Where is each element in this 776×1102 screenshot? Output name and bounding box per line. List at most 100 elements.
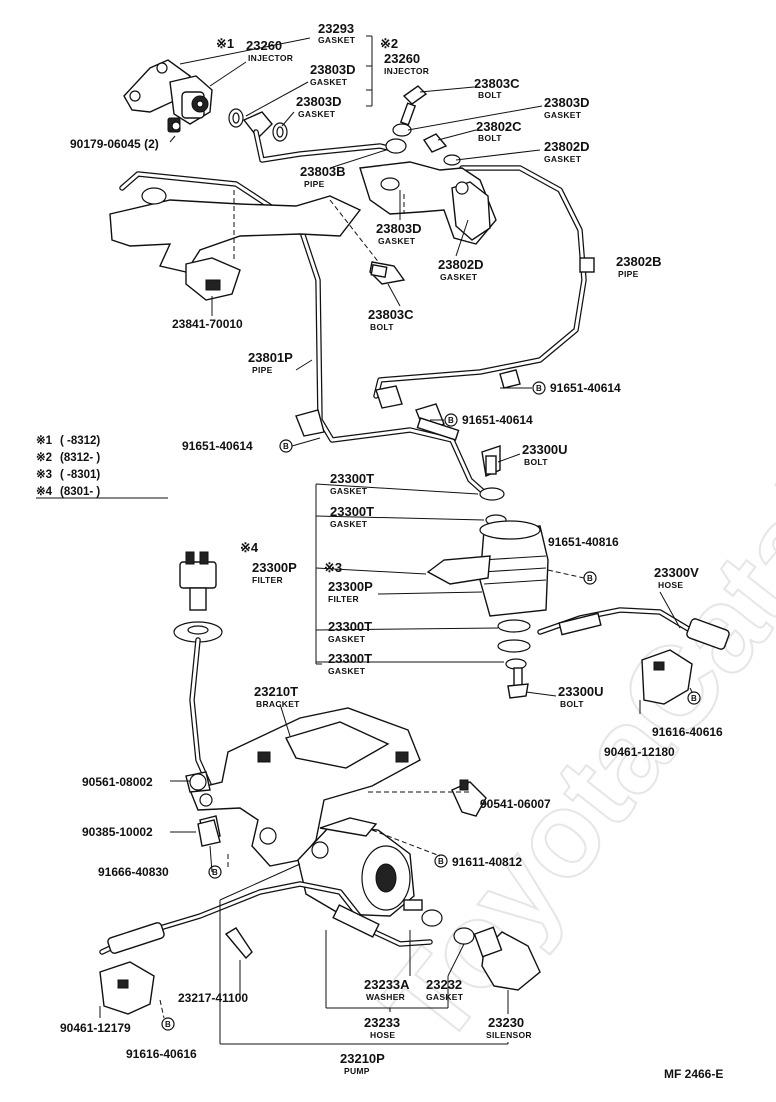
label-23803C-b: 23803C (368, 307, 414, 322)
ref-mark-1: ※1 (216, 36, 234, 51)
ref-mark-3: ※3 (324, 560, 342, 575)
applicability-notes: ※1( -8312) ※2(8312- ) ※3( -8301) ※4(8301… (36, 434, 168, 499)
label-23300U-a: 23300U (522, 442, 568, 457)
svg-text:B: B (165, 1020, 171, 1029)
label-90541-06007: 90541-06007 (480, 797, 551, 811)
label-23232: 23232 (426, 977, 462, 992)
label-91616-40616-b: 91616-40616 (126, 1047, 197, 1061)
label-23217-41100: 23217-41100 (178, 991, 248, 1005)
svg-text:BRACKET: BRACKET (256, 699, 300, 709)
svg-text:B: B (587, 574, 593, 583)
svg-text:※4: ※4 (36, 485, 53, 498)
label-23233A: 23233A (364, 977, 410, 992)
injector-assembly-illustration (123, 59, 288, 142)
svg-text:GASKET: GASKET (298, 109, 336, 119)
svg-text:GASKET: GASKET (378, 236, 416, 246)
svg-text:SILENSOR: SILENSOR (486, 1030, 532, 1040)
label-23803D-d: 23803D (376, 221, 422, 236)
label-23802D-b: 23802D (438, 257, 484, 272)
svg-text:( -8301): ( -8301) (60, 469, 100, 481)
svg-text:BOLT: BOLT (478, 90, 502, 100)
electrical-connector-illustration (173, 551, 223, 803)
svg-text:B: B (212, 868, 218, 877)
svg-text:INJECTOR: INJECTOR (384, 66, 429, 76)
svg-text:INJECTOR: INJECTOR (248, 53, 293, 63)
svg-text:GASKET: GASKET (310, 77, 348, 87)
svg-text:GASKET: GASKET (426, 992, 464, 1002)
label-23300V: 23300V (654, 565, 699, 580)
label-23803D-a: 23803D (310, 62, 356, 77)
label-91651-40614-a: 91651-40614 (550, 381, 621, 395)
label-23210P: 23210P (340, 1051, 385, 1066)
fuel-filter-illustration (426, 445, 549, 699)
label-23300T-c: 23300T (328, 619, 372, 634)
pump-callout-lines (99, 703, 509, 1045)
svg-text:PIPE: PIPE (304, 179, 325, 189)
label-90179-06045: 90179-06045 (2) (70, 137, 159, 151)
label-23802B: 23802B (616, 254, 662, 269)
svg-text:PIPE: PIPE (252, 365, 273, 375)
label-23260-b: 23260 (384, 51, 420, 66)
label-23803C-a: 23803C (474, 76, 520, 91)
label-91666-40830: 91666-40830 (98, 865, 169, 879)
label-23300U-b: 23300U (558, 684, 604, 699)
label-23802C: 23802C (476, 119, 522, 134)
filter-hose (537, 607, 730, 705)
fuel-pump-illustration (297, 817, 541, 991)
svg-text:GASKET: GASKET (328, 666, 366, 676)
svg-text:GASKET: GASKET (544, 154, 582, 164)
svg-text:FILTER: FILTER (328, 594, 359, 604)
label-90461-12179: 90461-12179 (60, 1021, 131, 1035)
label-23300T-a: 23300T (330, 471, 374, 486)
label-23802D-a: 23802D (544, 139, 590, 154)
svg-text:HOSE: HOSE (370, 1030, 395, 1040)
svg-text:GASKET: GASKET (544, 110, 582, 120)
ref-mark-2: ※2 (380, 36, 398, 51)
label-23300P-b: 23300P (328, 579, 373, 594)
label-91611-40812: 91611-40812 (452, 855, 522, 869)
label-23803D-c: 23803D (544, 95, 590, 110)
svg-text:PUMP: PUMP (344, 1066, 370, 1076)
svg-text:(8312- ): (8312- ) (60, 452, 100, 464)
svg-text:B: B (438, 857, 444, 866)
label-91616-40616-a: 91616-40616 (652, 725, 723, 739)
svg-text:( -8312): ( -8312) (60, 435, 100, 447)
pump-hoses (99, 881, 433, 1015)
label-23300T-d: 23300T (328, 651, 372, 666)
svg-text:※2: ※2 (36, 451, 52, 464)
callout-lines-top (169, 35, 373, 143)
svg-text:B: B (536, 384, 542, 393)
label-23803D-b: 23803D (296, 94, 342, 109)
banjo-bolts-illustration (369, 85, 461, 285)
pipe-clamps (295, 257, 595, 441)
label-23801P: 23801P (248, 350, 293, 365)
label-90561-08002: 90561-08002 (82, 775, 153, 789)
svg-text:WASHER: WASHER (366, 992, 405, 1002)
label-23230: 23230 (488, 1015, 524, 1030)
label-23300P-a: 23300P (252, 560, 297, 575)
label-23841-70010: 23841-70010 (172, 317, 243, 331)
b-symbols: B B B B B B B B (161, 381, 701, 1031)
svg-text:PIPE: PIPE (618, 269, 639, 279)
label-91651-40816: 91651-40816 (548, 535, 619, 549)
svg-text:※3: ※3 (36, 468, 52, 481)
label-23260-a: 23260 (246, 38, 282, 53)
label-90385-10002: 90385-10002 (82, 825, 153, 839)
dashed-leaders-top (233, 190, 405, 265)
svg-text:HOSE: HOSE (658, 580, 683, 590)
label-91651-40614-c: 91651-40614 (182, 439, 253, 453)
svg-text:BOLT: BOLT (560, 699, 584, 709)
intake-manifold-illustration (109, 161, 497, 301)
svg-text:GASKET: GASKET (330, 519, 368, 529)
svg-text:BOLT: BOLT (478, 133, 502, 143)
svg-text:FILTER: FILTER (252, 575, 283, 585)
label-23300T-b: 23300T (330, 504, 374, 519)
svg-text:GASKET: GASKET (440, 272, 478, 282)
svg-text:GASKET: GASKET (330, 486, 368, 496)
svg-text:BOLT: BOLT (524, 457, 548, 467)
svg-text:BOLT: BOLT (370, 322, 394, 332)
label-23210T: 23210T (254, 684, 298, 699)
label-23803B: 23803B (300, 164, 346, 179)
svg-text:B: B (448, 416, 454, 425)
svg-text:※1: ※1 (36, 434, 53, 447)
